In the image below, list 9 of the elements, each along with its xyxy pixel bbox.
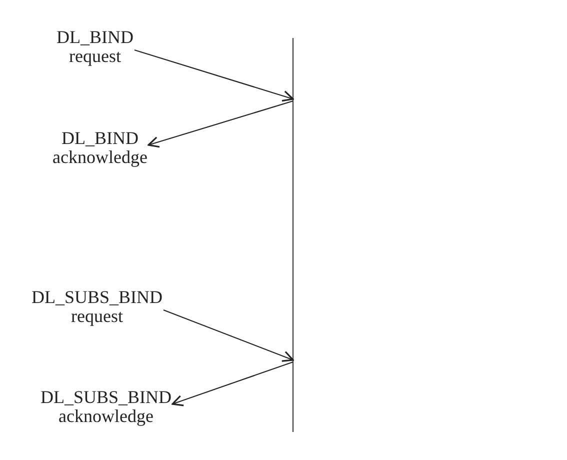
arrow bbox=[148, 100, 294, 148]
lifeline bbox=[292, 38, 294, 432]
message-label: DL_SUBS_BIND acknowledge bbox=[40, 388, 172, 426]
arrow bbox=[172, 361, 294, 406]
message-label: DL_BIND request bbox=[56, 28, 134, 66]
arrow bbox=[134, 49, 294, 102]
message-label: DL_BIND acknowledge bbox=[52, 129, 148, 167]
message-label: DL_SUBS_BIND request bbox=[31, 288, 163, 326]
arrow bbox=[163, 309, 294, 362]
